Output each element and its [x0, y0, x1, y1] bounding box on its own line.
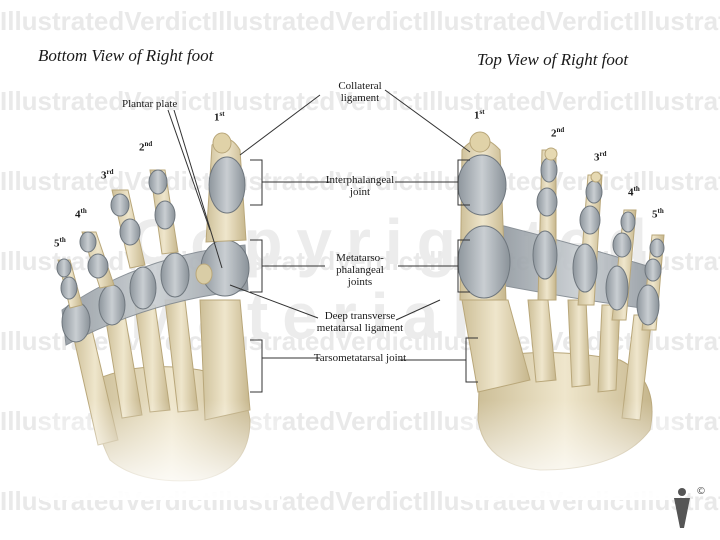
label-plantar-plate: Plantar plate — [122, 98, 178, 110]
ordinal-suffix: th — [59, 236, 66, 244]
label-line: Metatarso- — [336, 252, 384, 264]
ordinal-suffix: nd — [556, 126, 565, 134]
ordinal-num: 3 — [594, 151, 600, 164]
ordinal-bottom-1: 1st — [214, 110, 225, 124]
ordinal-bottom-3: 3rd — [101, 168, 114, 182]
ordinal-num: 4 — [75, 208, 81, 221]
label-metatarsophalangeal-joints: Metatarso- phalangeal joints — [320, 252, 400, 288]
ordinal-suffix: th — [80, 207, 87, 215]
ordinal-bottom-5: 5th — [54, 236, 66, 250]
label-tarsometatarsal-joint: Tarsometatarsal joint — [313, 352, 407, 364]
brand-logo: © — [666, 486, 706, 530]
ordinal-num: 5 — [652, 208, 658, 221]
ordinal-bottom-4: 4th — [75, 207, 87, 221]
ordinal-suffix: th — [657, 207, 664, 215]
copyright-symbol: © — [696, 486, 706, 497]
ordinal-suffix: rd — [106, 168, 114, 176]
ordinal-top-4: 4th — [628, 185, 640, 199]
ordinal-top-3: 3rd — [594, 150, 607, 164]
ordinal-num: 1 — [214, 111, 220, 124]
ordinal-suffix: nd — [144, 140, 153, 148]
label-line: ligament — [340, 92, 380, 104]
leader-lines — [167, 89, 478, 393]
top-view-title: Top View of Right foot — [477, 50, 629, 69]
ordinal-num: 2 — [139, 141, 145, 154]
label-line: joints — [347, 276, 373, 288]
ordinal-suffix: st — [219, 110, 225, 118]
bottom-view-title: Bottom View of Right foot — [38, 46, 214, 65]
ordinal-num: 2 — [551, 127, 557, 140]
top-view-foot — [457, 131, 680, 500]
ordinal-bottom-2: 2nd — [139, 140, 152, 154]
ordinal-top-5: 5th — [652, 207, 664, 221]
ordinal-suffix: th — [633, 185, 640, 193]
ordinal-suffix: rd — [599, 150, 607, 158]
ordinal-top-2: 2nd — [551, 126, 564, 140]
ordinal-num: 1 — [474, 109, 480, 122]
ordinal-suffix: st — [479, 108, 485, 116]
label-line: Collateral — [338, 80, 382, 92]
label-line: Interphalangeal — [325, 174, 395, 186]
label-line: joint — [349, 186, 371, 198]
label-interphalangeal-joint: Interphalangeal joint — [315, 174, 405, 198]
ordinal-num: 3 — [101, 169, 107, 182]
label-deep-transverse-metatarsal-ligament: Deep transverse metatarsal ligament — [300, 310, 420, 334]
label-line: Deep transverse — [324, 310, 396, 322]
bottom-view-foot — [40, 132, 280, 500]
label-line: metatarsal ligament — [316, 322, 404, 334]
label-line: phalangeal — [336, 264, 384, 276]
ordinal-num: 4 — [628, 186, 634, 199]
brand-logo-icon — [674, 488, 690, 528]
ordinal-num: 5 — [54, 237, 60, 250]
label-collateral-ligament: Collateral ligament — [320, 80, 400, 104]
ordinal-top-1: 1st — [474, 108, 485, 122]
